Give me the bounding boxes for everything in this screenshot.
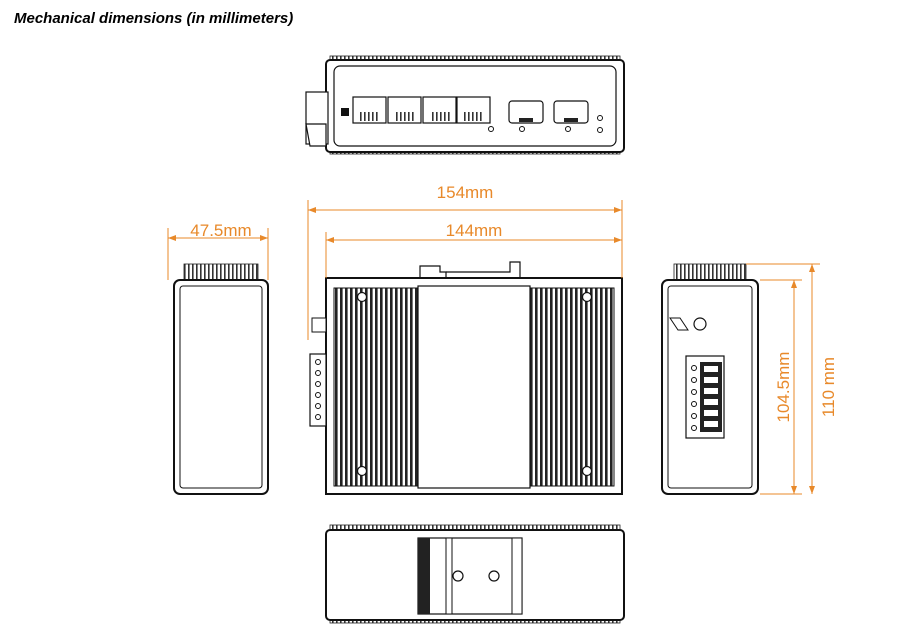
body-height-label: 104.5mm — [774, 352, 793, 423]
dimension-arrows — [168, 207, 815, 494]
page-title: Mechanical dimensions (in millimeters) — [14, 10, 294, 27]
right-side-view — [661, 263, 759, 495]
depth-label: 47.5mm — [190, 221, 251, 240]
top-view — [305, 55, 625, 155]
overall-width-label: 154mm — [437, 183, 494, 202]
overall-height-label: 110 mm — [819, 357, 838, 417]
front-view — [309, 261, 623, 495]
dimension-lines — [167, 200, 820, 495]
bottom-view — [325, 524, 625, 624]
sfp-ports — [508, 100, 589, 124]
body-width-label: 144mm — [446, 221, 503, 240]
rj45-ports — [352, 96, 491, 124]
left-side-view — [173, 263, 269, 495]
